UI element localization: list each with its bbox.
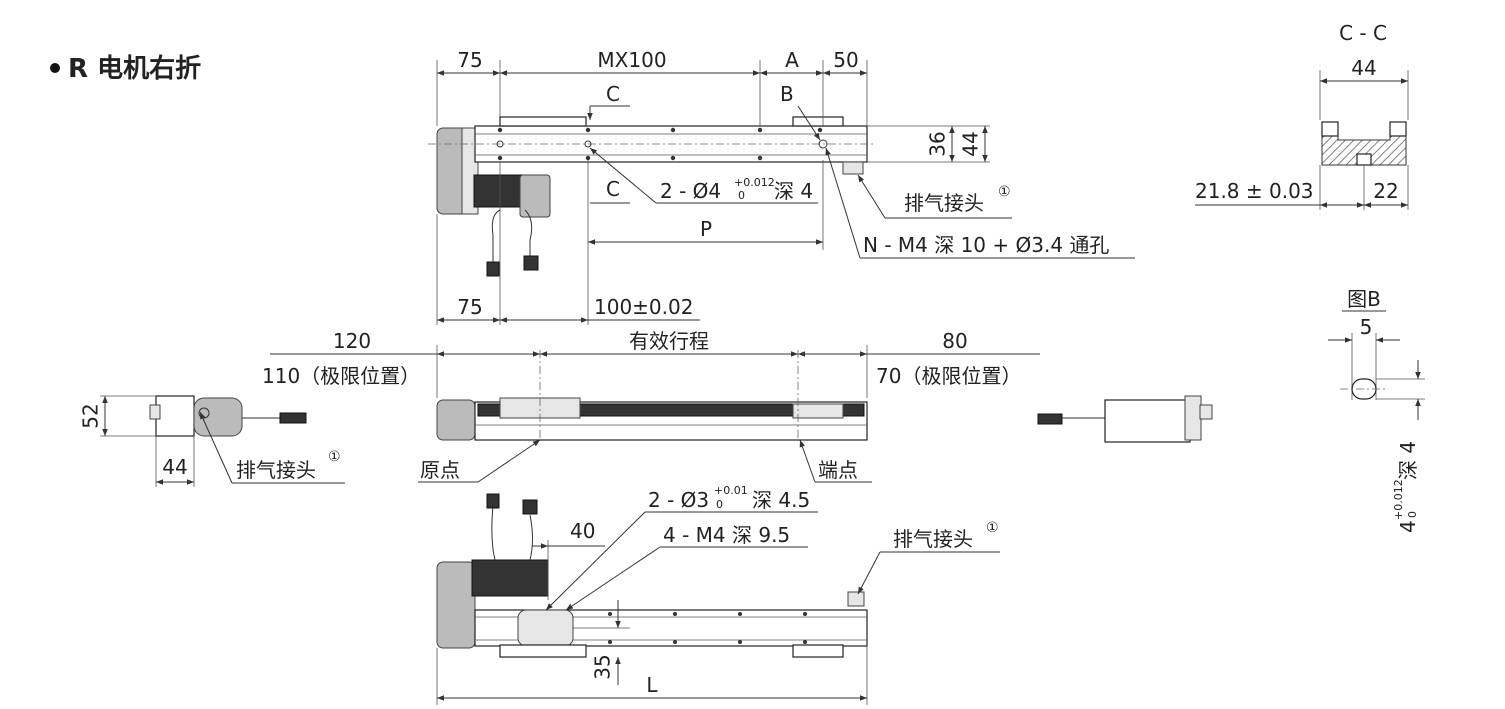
- bottom-plate-right: [792, 644, 844, 658]
- exhaust-label-top: 排气接头: [904, 191, 984, 215]
- section-c-top: C: [606, 82, 620, 106]
- detail-b-depth-prefix: 4: [1396, 520, 1420, 533]
- section-lip-left: [1321, 121, 1339, 137]
- hole-callout-top: 2 - Ø4: [660, 179, 721, 203]
- dim-75-top-left: 75: [457, 48, 482, 72]
- dim-44-top: 44: [959, 131, 983, 156]
- dim-50: 50: [833, 48, 858, 72]
- section-cc-title: C - C: [1339, 21, 1387, 45]
- hole-depth-bottom: 深 4.5: [752, 488, 810, 512]
- dim-80: 80: [942, 329, 967, 353]
- hole-depth-top: 深 4: [774, 179, 813, 203]
- dim-36: 36: [926, 131, 950, 156]
- dim-70-limit: 70（极限位置）: [876, 364, 1021, 388]
- right-end-flange: [1184, 395, 1202, 441]
- exhaust-mark-left: ①: [328, 449, 341, 465]
- dim-mx100: MX100: [597, 48, 666, 72]
- hole-tol-minus-bottom: 0: [716, 498, 723, 511]
- dim-effective-stroke: 有效行程: [629, 329, 709, 353]
- bottom-connector-2: [522, 499, 538, 515]
- bottom-view: 2 - Ø3 +0.01 0 深 4.5 40 4 - M4 深 9.5 排气接…: [436, 484, 1000, 705]
- hole-tol-minus-top: 0: [738, 189, 745, 202]
- front-end-block: [792, 403, 844, 419]
- dim-40: 40: [570, 519, 595, 543]
- dim-75-bottom: 75: [457, 295, 482, 319]
- exhaust-fitting: [842, 161, 864, 175]
- rail-holes: [496, 127, 828, 161]
- dim-120: 120: [333, 329, 371, 353]
- label-b: B: [780, 82, 794, 106]
- dim-l: L: [646, 673, 658, 697]
- detail-b-depth: 深 4: [1396, 441, 1420, 480]
- exhaust-label-left: 排气接头: [236, 458, 316, 482]
- right-end-connector: [1037, 413, 1063, 425]
- tapped-hole-callout-bottom: 4 - M4 深 9.5: [663, 523, 790, 547]
- detail-b: 图B 5 4 +0.012 0 深 4: [1328, 287, 1425, 533]
- hole-callout-bottom: 2 - Ø3: [648, 488, 709, 512]
- hole-tol-plus-top: +0.012: [734, 176, 775, 189]
- dim-p: P: [700, 217, 712, 241]
- left-end-connector: [279, 412, 307, 424]
- bottom-slider: [517, 609, 574, 647]
- bottom-motor-body: [471, 559, 549, 597]
- origin-label: 原点: [420, 458, 460, 482]
- hole-tol-plus-bottom: +0.01: [714, 484, 748, 497]
- front-motor: [436, 399, 476, 441]
- page-title: R 电机右折: [68, 54, 201, 84]
- left-end-block: [155, 395, 195, 437]
- section-slot: [1356, 153, 1372, 166]
- bottom-motor: [436, 561, 476, 649]
- left-end-tab: [149, 404, 161, 420]
- dim-21-8: 21.8 ± 0.03: [1195, 179, 1314, 203]
- right-end-motor: [1104, 399, 1191, 443]
- cable-2: [524, 209, 533, 258]
- section-lip-right: [1389, 121, 1407, 137]
- section-c-bottom: C: [606, 177, 620, 201]
- exhaust-mark-top: ①: [998, 184, 1011, 200]
- connector-1: [486, 261, 500, 277]
- mount-plate-right: [792, 116, 844, 127]
- title-bullet-icon: [50, 63, 60, 73]
- dim-44-left: 44: [162, 455, 187, 479]
- mount-plate-left: [499, 116, 587, 127]
- end-label: 端点: [818, 458, 858, 482]
- front-view: 120 110（极限位置） 有效行程 80 70（极限位置） 原点 端点: [262, 329, 1040, 483]
- dim-44-cc: 44: [1351, 56, 1376, 80]
- dim-100: 100±0.02: [594, 295, 693, 319]
- dim-a: A: [785, 48, 799, 72]
- bottom-rail-holes: [608, 612, 807, 644]
- connector-2: [523, 255, 539, 271]
- top-view: 75 MX100 A 50 C C B 36 44 2 - Ø4 +0.012 …: [428, 48, 1135, 325]
- right-end-tab: [1199, 404, 1213, 420]
- tapped-hole-callout-top: N - M4 深 10 + Ø3.4 通孔: [863, 233, 1109, 257]
- dim-110-limit: 110（极限位置）: [262, 364, 420, 388]
- detail-b-tol-minus: 0: [1406, 511, 1419, 518]
- dim-52: 52: [79, 403, 103, 428]
- bottom-plate-left: [499, 644, 587, 658]
- exhaust-mark-bottom: ①: [986, 520, 999, 536]
- dim-5: 5: [1360, 315, 1373, 339]
- exhaust-label-bottom: 排气接头: [893, 527, 973, 551]
- motor-cover: [519, 174, 551, 218]
- detail-b-title: 图B: [1347, 287, 1381, 311]
- dim-22: 22: [1373, 179, 1398, 203]
- left-end-view: 52 44 排气接头 ①: [79, 395, 345, 487]
- right-end-view: [1037, 395, 1213, 443]
- bottom-connector-1: [486, 493, 500, 509]
- detail-b-tol-plus: +0.012: [1392, 479, 1405, 520]
- dim-35: 35: [591, 654, 615, 679]
- bottom-exhaust-fitting: [847, 591, 865, 607]
- section-cc: C - C 44 21.8 ± 0.03 22: [1195, 21, 1409, 210]
- cable-1: [491, 209, 501, 262]
